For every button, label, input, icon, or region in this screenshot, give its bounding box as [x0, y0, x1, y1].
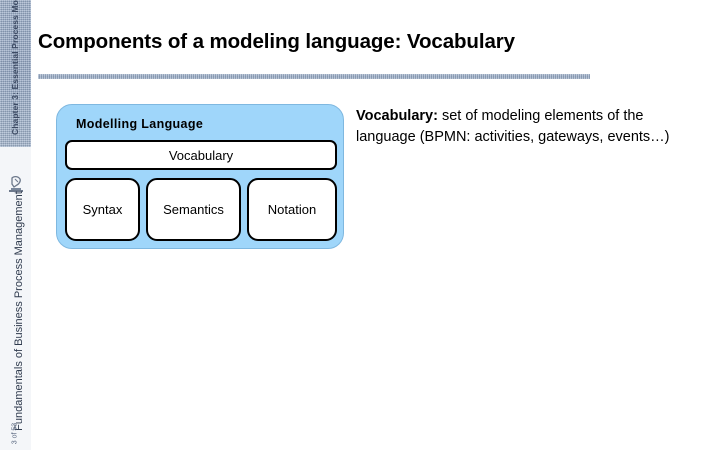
vocabulary-description: Vocabulary: set of modeling elements of … — [356, 106, 706, 148]
notation-box-label: Notation — [267, 202, 317, 217]
sidebar-chapter-label: Chapter 3: Essential Process Modeling — [10, 0, 20, 135]
book-icon — [6, 173, 26, 195]
diagram-heading: Modelling Language — [76, 117, 204, 131]
title-divider — [38, 74, 590, 79]
semantics-box: Semantics — [146, 178, 241, 241]
sidebar-chapter-band: Chapter 3: Essential Process Modeling — [0, 0, 31, 147]
modelling-language-container: Modelling Language Vocabulary Syntax Sem… — [56, 104, 344, 249]
leaf-box-row: Syntax Semantics Notation — [65, 178, 337, 241]
page-title: Components of a modeling language: Vocab… — [38, 30, 515, 53]
syntax-box-label: Syntax — [82, 202, 123, 217]
sidebar-book-title: Fundamentals of Business Process Managem… — [13, 191, 25, 431]
semantics-box-label: Semantics — [163, 202, 224, 217]
vocabulary-description-body: set of modeling elements of the language… — [356, 108, 670, 146]
notation-box: Notation — [247, 178, 337, 241]
vocabulary-box: Vocabulary — [65, 140, 337, 170]
syntax-box: Syntax — [65, 178, 140, 241]
sidebar: Chapter 3: Essential Process Modeling Fu… — [0, 0, 31, 450]
vocabulary-box-label: Vocabulary — [168, 147, 234, 163]
sidebar-page-number: 3 of 53 — [11, 422, 19, 445]
vocabulary-description-lead: Vocabulary: — [356, 108, 438, 124]
